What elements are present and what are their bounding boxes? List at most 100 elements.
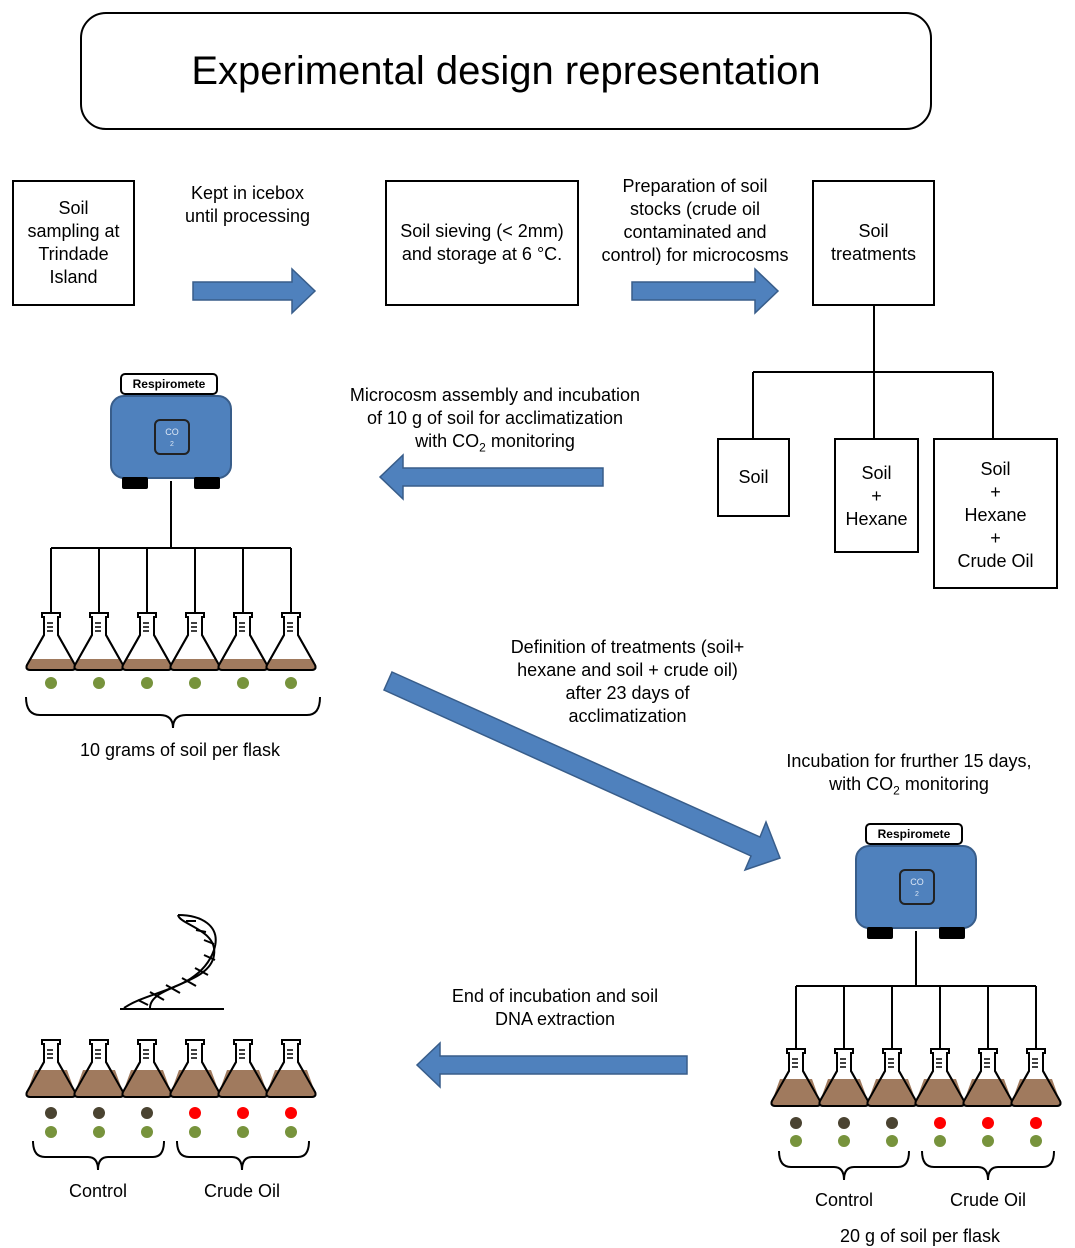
treatment-dot: [237, 1126, 249, 1138]
flask: [73, 1039, 125, 1098]
treatment-dot: [93, 1107, 105, 1119]
treatment-dot: [982, 1135, 994, 1147]
flask-soil: [771, 1079, 821, 1106]
treatment-dot: [982, 1117, 994, 1129]
treatment-dot: [790, 1135, 802, 1147]
treatment-dot: [1030, 1117, 1042, 1129]
arrow-left-end: [415, 1041, 688, 1089]
treatment-dot: [285, 1126, 297, 1138]
definition-line: hexane and soil + crude oil): [517, 660, 738, 680]
flask-soil: [266, 1070, 316, 1097]
assembly-line: with CO2 monitoring: [415, 431, 575, 455]
crude-line: Hexane: [964, 505, 1027, 525]
sampling-line: Island: [49, 267, 98, 287]
brace-crude-right: [921, 1150, 1055, 1181]
sampling-line: Trindade: [38, 244, 109, 264]
flasks-top-caption: 10 grams of soil per flask: [79, 740, 281, 760]
end-label: End of incubation and soil DNA extractio…: [420, 985, 690, 1031]
stocks-line: contaminated and: [623, 222, 767, 242]
flask-soil: [74, 659, 124, 670]
flask-soil: [1011, 1079, 1061, 1106]
respirometer-foot: [122, 477, 148, 489]
treatment-dot: [237, 1107, 249, 1119]
stocks-line: control) for microcosms: [601, 245, 789, 265]
arrow-right-2: [631, 267, 780, 315]
treatment-dot: [189, 1107, 201, 1119]
flasks-top: [25, 612, 317, 671]
flask: [25, 612, 77, 671]
flask-soil: [819, 1079, 869, 1106]
treatment-dot: [285, 677, 297, 689]
treatment-dot: [141, 677, 153, 689]
flask: [217, 612, 269, 671]
definition-label: Definition of treatments (soil+ hexane a…: [480, 636, 775, 728]
flask-soil: [122, 1070, 172, 1097]
crude-line: +: [990, 528, 1001, 548]
treatment-dot: [237, 677, 249, 689]
end-line: DNA extraction: [494, 1009, 616, 1029]
flask: [217, 1039, 269, 1098]
flask: [25, 1039, 77, 1098]
flask-soil: [867, 1079, 917, 1106]
sieving-line: and storage at 6 °C.: [401, 244, 563, 264]
brace-crude-left: [176, 1140, 310, 1171]
sampling-line: Soil: [58, 198, 89, 218]
arrow-right-1: [192, 267, 317, 315]
flask-soil: [218, 659, 268, 670]
flask-border: [1010, 1048, 1062, 1107]
treatment-dot: [886, 1117, 898, 1129]
end-line: End of incubation and soil: [451, 986, 659, 1006]
flask-soil: [26, 1070, 76, 1097]
crude-line: Soil: [980, 459, 1011, 479]
treatment-crude-oil-box: Soil + Hexane + Crude Oil: [933, 438, 1058, 589]
treatment-hexane-box: Soil + Hexane: [834, 438, 919, 553]
icebox-label: Kept in icebox until processing: [160, 182, 335, 228]
treatment-dot: [886, 1135, 898, 1147]
brace-top: [25, 696, 321, 729]
treatment-dot: [838, 1117, 850, 1129]
crude-line: +: [990, 482, 1001, 502]
flask-soil: [26, 659, 76, 670]
flask-soil: [170, 1070, 220, 1097]
group-crude-left: Crude Oil: [203, 1181, 281, 1201]
group-control-left: Control: [68, 1181, 128, 1201]
flask-soil: [963, 1079, 1013, 1106]
top-manifold: [50, 481, 292, 612]
diagram-title: Experimental design representation: [80, 12, 932, 130]
treatment-dot: [285, 1107, 297, 1119]
flask: [1010, 1048, 1062, 1107]
flask-soil: [915, 1079, 965, 1106]
treatments-line: treatments: [830, 244, 917, 264]
group-crude-right: Crude Oil: [949, 1190, 1027, 1210]
treatments-line: Soil: [858, 221, 889, 241]
flask-border: [265, 1039, 317, 1098]
respirometer-foot: [939, 927, 965, 939]
definition-line: Definition of treatments (soil+: [510, 637, 745, 657]
flask: [962, 1048, 1014, 1107]
dna-icon: [120, 914, 224, 1010]
sieving-line: Soil sieving (< 2mm): [400, 221, 564, 241]
assembly-line: of 10 g of soil for acclimatization: [366, 408, 624, 428]
flasks-bottom-caption: 20 g of soil per flask: [839, 1226, 1001, 1246]
flask: [770, 1048, 822, 1107]
treatment-dot: [93, 677, 105, 689]
flask-soil: [74, 1070, 124, 1097]
definition-line: acclimatization: [568, 706, 687, 726]
flask-soil: [170, 659, 220, 670]
soil-sampling-box: Soil sampling at Trindade Island: [12, 180, 135, 306]
flask-soil: [266, 659, 316, 670]
respirometer-foot: [867, 927, 893, 939]
flask: [265, 612, 317, 671]
flask: [121, 612, 173, 671]
hexane-line: +: [871, 486, 882, 506]
flask: [818, 1048, 870, 1107]
flask: [914, 1048, 966, 1107]
group-control-right: Control: [814, 1190, 874, 1210]
flask: [121, 1039, 173, 1098]
flask: [73, 612, 125, 671]
flask-border: [265, 612, 317, 671]
